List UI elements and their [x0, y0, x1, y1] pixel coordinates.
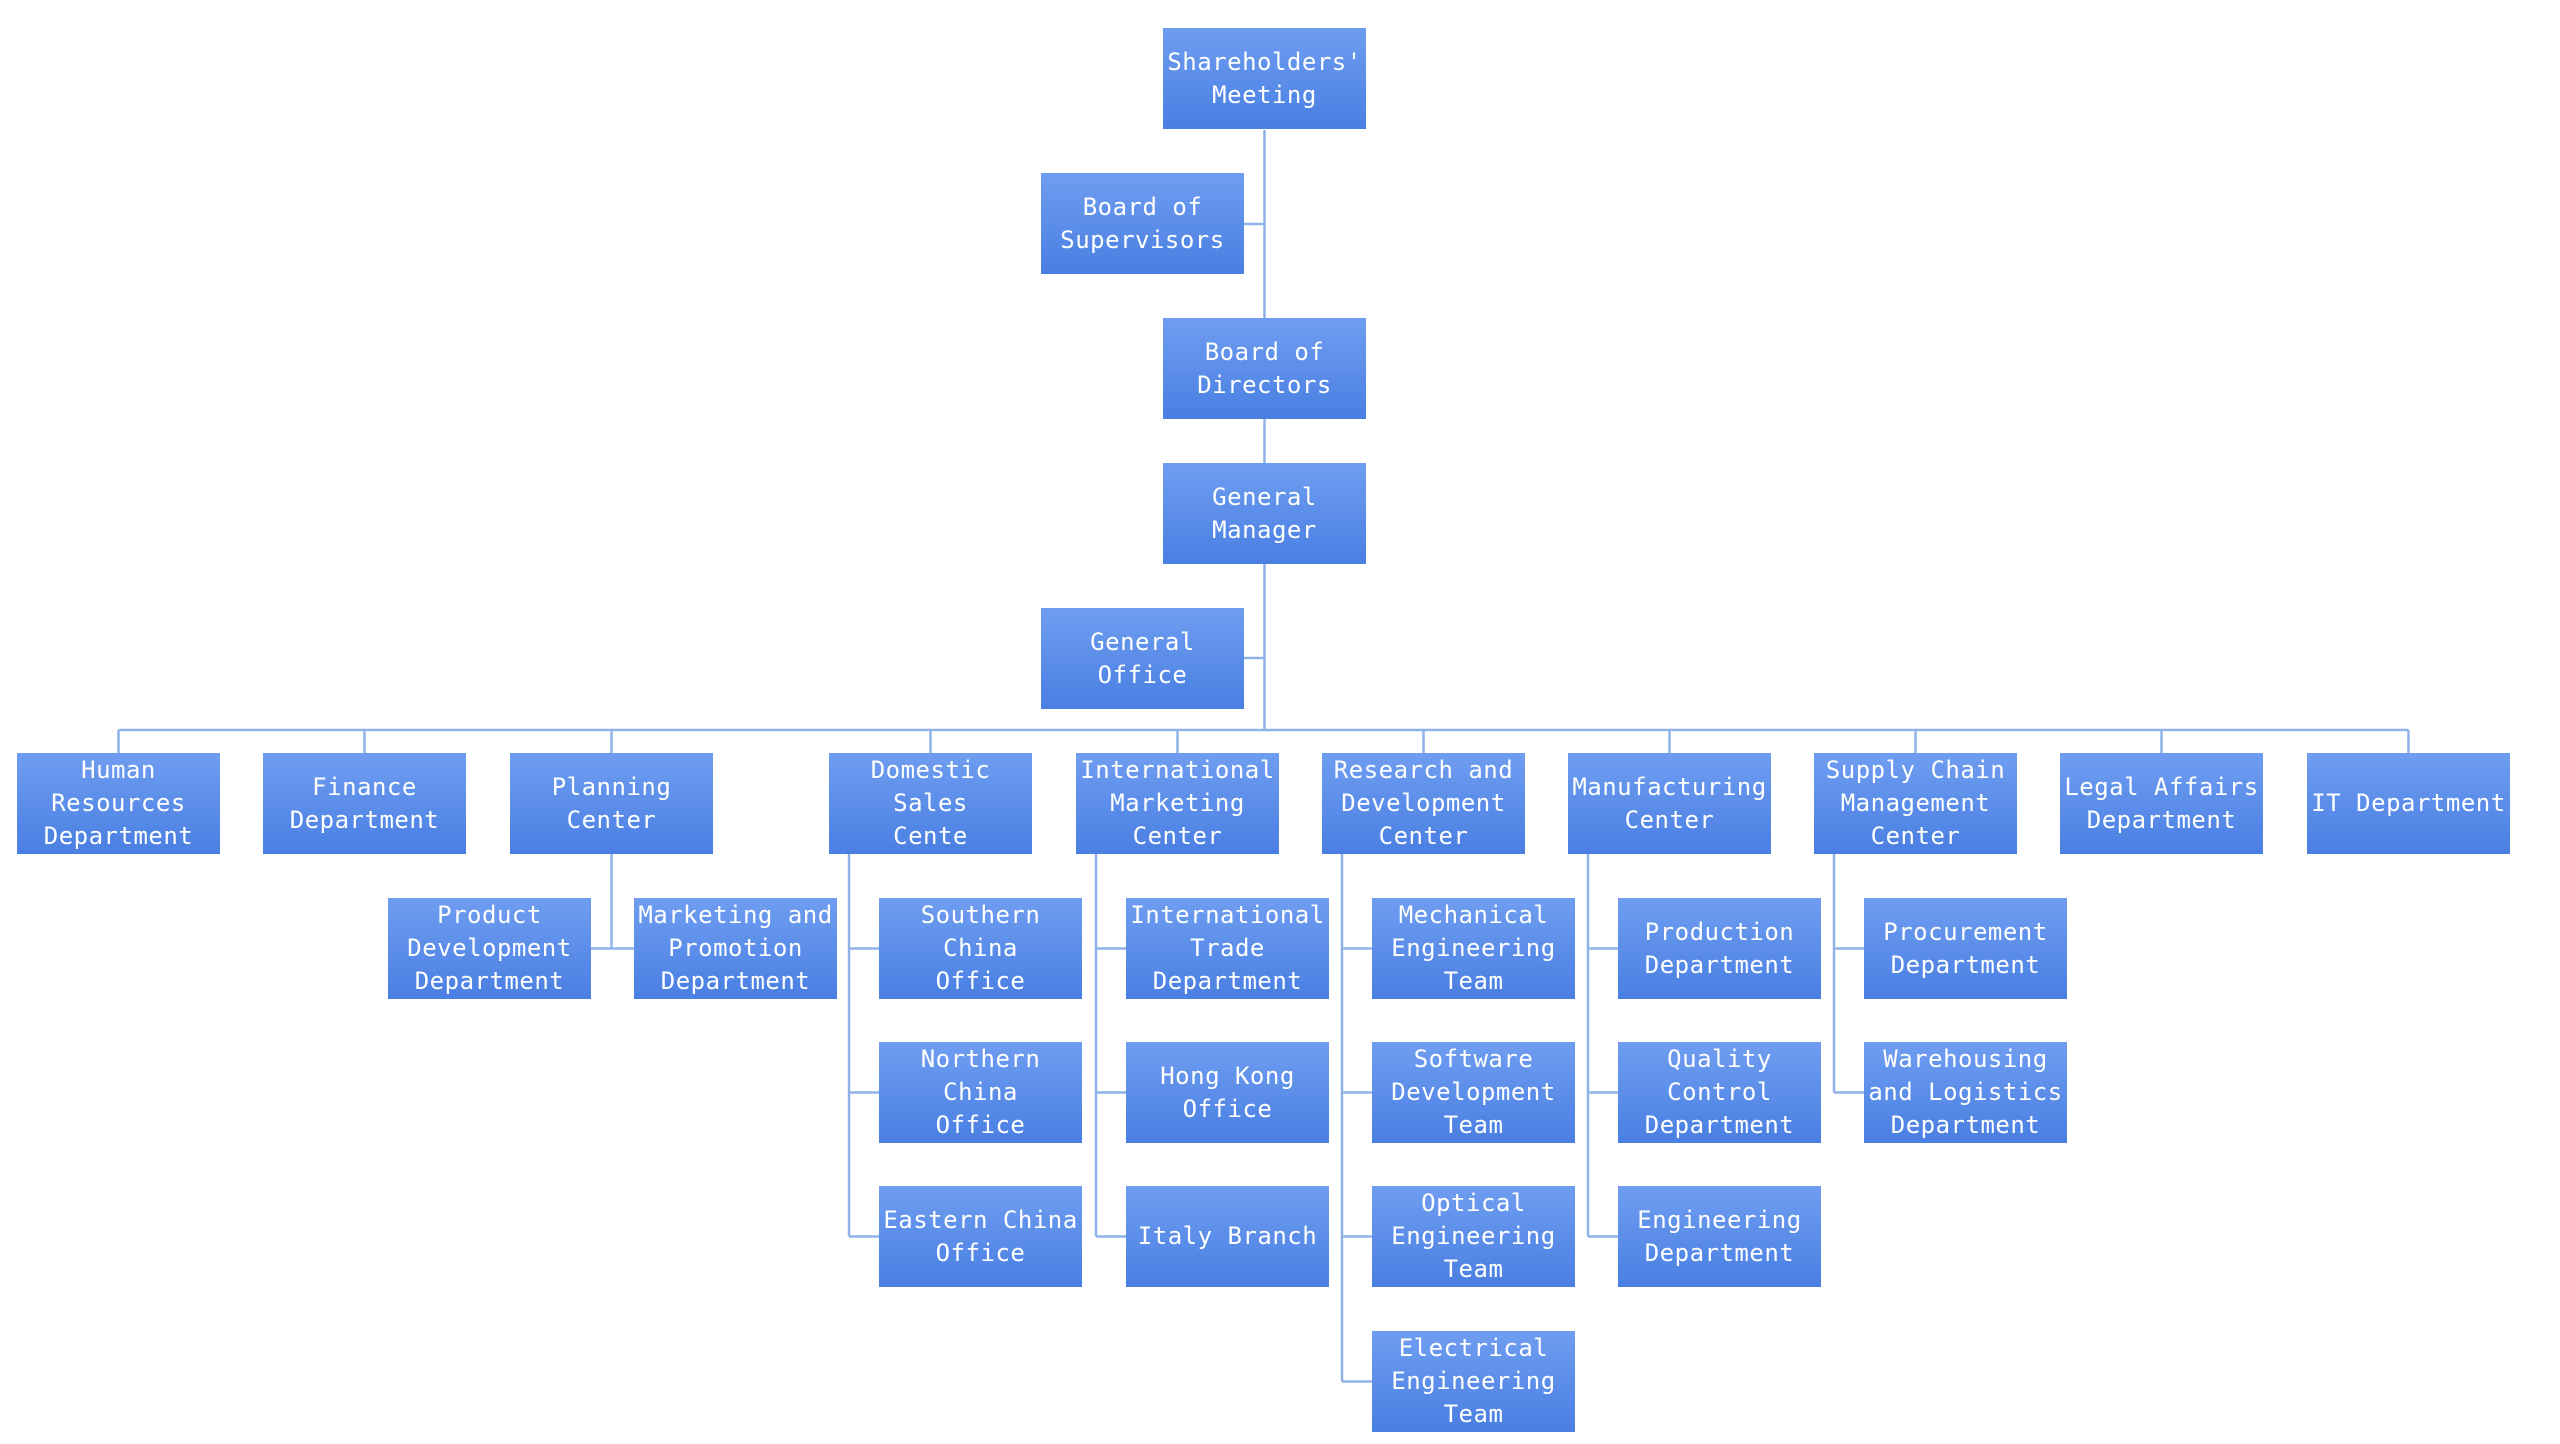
board-of-supervisors-box[interactable]: Board of Supervisors — [1041, 173, 1244, 274]
sub-optical-engineering-team-box[interactable]: Optical Engineering Team — [1372, 1186, 1575, 1287]
dept-research-and-development-center-box[interactable]: Research and Development Center — [1322, 753, 1525, 854]
general-office-box[interactable]: General Office — [1041, 608, 1244, 709]
general-manager-box[interactable]: General Manager — [1163, 463, 1366, 564]
sub-international-trade-department-box[interactable]: International Trade Department — [1126, 898, 1329, 999]
sub-electrical-engineering-team-box[interactable]: Electrical Engineering Team — [1372, 1331, 1575, 1432]
sub-product-development-department-box[interactable]: Product Development Department — [388, 898, 591, 999]
sub-software-development-team-box[interactable]: Software Development Team — [1372, 1042, 1575, 1143]
sub-engineering-department-box[interactable]: Engineering Department — [1618, 1186, 1821, 1287]
dept-supply-chain-management-center-box[interactable]: Supply Chain Management Center — [1814, 753, 2017, 854]
sub-northern-china-office-box[interactable]: Northern China Office — [879, 1042, 1082, 1143]
shareholders-meeting-box[interactable]: Shareholders' Meeting — [1163, 28, 1366, 129]
sub-marketing-and-promotion-department-box[interactable]: Marketing and Promotion Department — [634, 898, 837, 999]
dept-domestic-sales-cente-box[interactable]: Domestic Sales Cente — [829, 753, 1032, 854]
board-of-directors-box[interactable]: Board of Directors — [1163, 318, 1366, 419]
dept-international-marketing-center-box[interactable]: International Marketing Center — [1076, 753, 1279, 854]
sub-mechanical-engineering-team-box[interactable]: Mechanical Engineering Team — [1372, 898, 1575, 999]
sub-procurement-department-box[interactable]: Procurement Department — [1864, 898, 2067, 999]
sub-eastern-china-office-box[interactable]: Eastern China Office — [879, 1186, 1082, 1287]
sub-italy-branch-box[interactable]: Italy Branch — [1126, 1186, 1329, 1287]
dept-it-department-box[interactable]: IT Department — [2307, 753, 2510, 854]
sub-hong-kong-office-box[interactable]: Hong Kong Office — [1126, 1042, 1329, 1143]
dept-finance-department-box[interactable]: Finance Department — [263, 753, 466, 854]
dept-manufacturing-center-box[interactable]: Manufacturing Center — [1568, 753, 1771, 854]
sub-southern-china-office-box[interactable]: Southern China Office — [879, 898, 1082, 999]
dept-human-resources-department-box[interactable]: Human Resources Department — [17, 753, 220, 854]
dept-planning-center-box[interactable]: Planning Center — [510, 753, 713, 854]
sub-quality-control-department-box[interactable]: Quality Control Department — [1618, 1042, 1821, 1143]
sub-production-department-box[interactable]: Production Department — [1618, 898, 1821, 999]
sub-warehousing-and-logistics-department-box[interactable]: Warehousing and Logistics Department — [1864, 1042, 2067, 1143]
dept-legal-affairs-department-box[interactable]: Legal Affairs Department — [2060, 753, 2263, 854]
